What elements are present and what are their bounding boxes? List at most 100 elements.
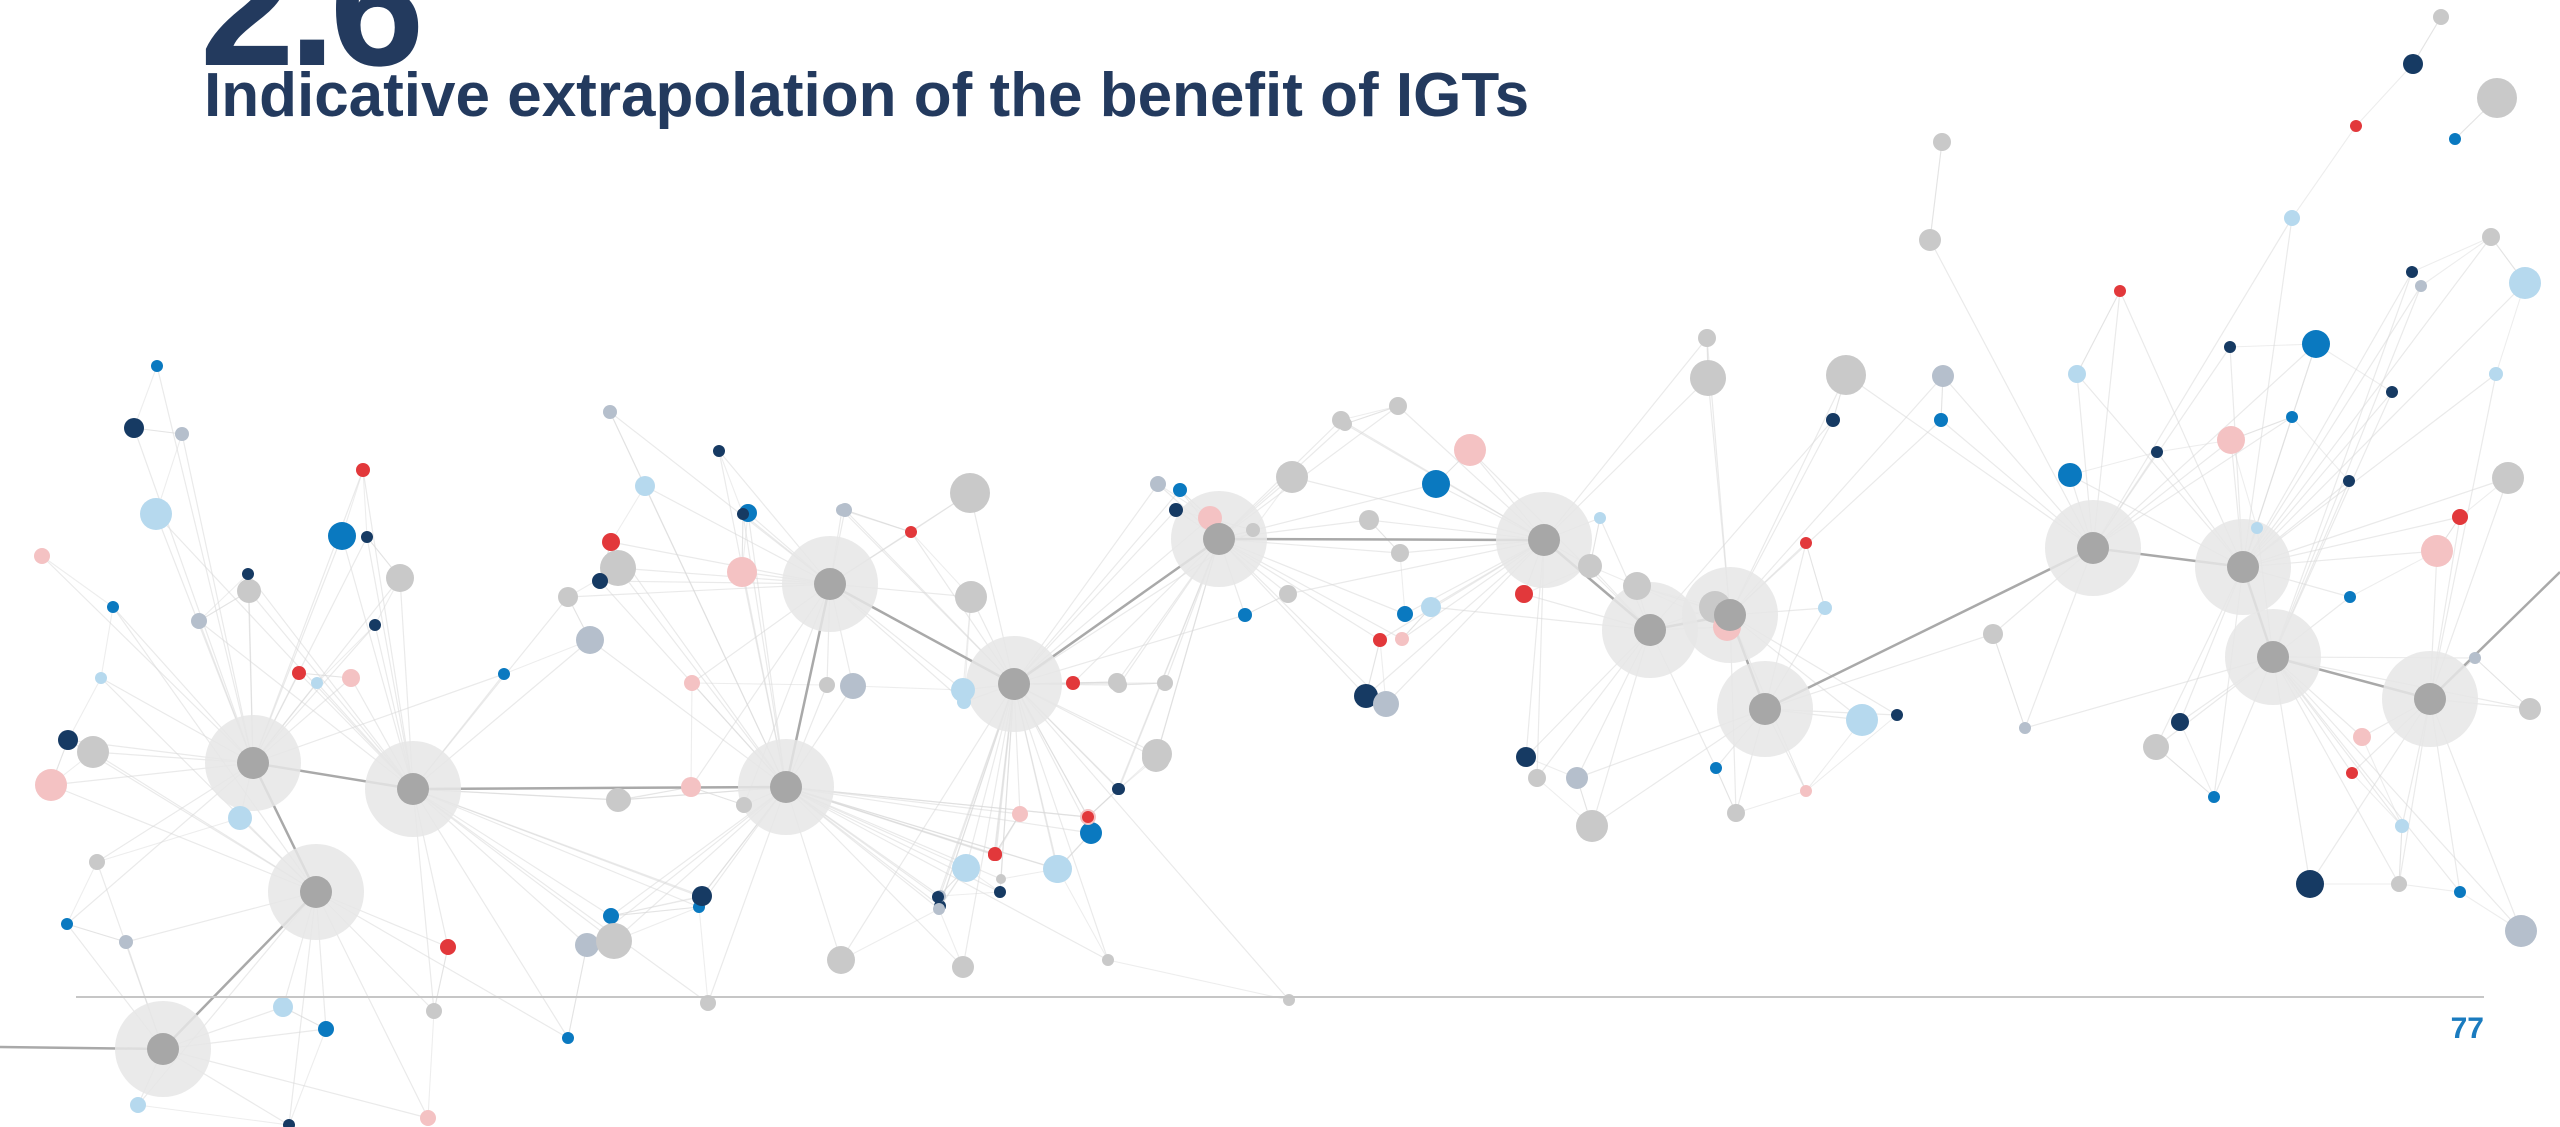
network-node <box>1421 597 1441 617</box>
network-edge <box>2355 63 2414 127</box>
hub-node <box>814 568 846 600</box>
network-edge <box>2119 290 2244 568</box>
network-node <box>440 939 456 955</box>
network-node <box>1276 461 1308 493</box>
network-edge <box>1929 239 2094 549</box>
network-node <box>242 568 254 580</box>
hub-edge <box>1764 546 2094 711</box>
network-edge <box>2398 825 2403 885</box>
network-edge <box>362 469 368 538</box>
network-node <box>283 1119 295 1127</box>
network-node <box>2284 210 2300 226</box>
network-edge <box>2291 416 2350 482</box>
network-node <box>2171 713 2189 731</box>
network-edge <box>567 944 588 1039</box>
page-title: Indicative extrapolation of the benefit … <box>204 61 1530 130</box>
network-edge <box>412 788 709 1004</box>
network-edge <box>2242 236 2492 568</box>
hub-edge <box>1218 537 1545 542</box>
network-edge <box>2351 772 2403 827</box>
network-node <box>1690 360 1726 396</box>
network-edge <box>155 513 414 790</box>
network-edge <box>1729 375 1944 616</box>
network-node <box>2386 386 2398 398</box>
footer-divider <box>76 996 2484 998</box>
network-node <box>951 678 975 702</box>
network-node <box>2353 728 2371 746</box>
network-edge <box>288 1028 327 1126</box>
network-edge <box>66 923 127 943</box>
page-number: 77 <box>2450 1012 2484 1045</box>
network-edge <box>66 923 127 943</box>
network-node <box>840 673 866 699</box>
network-edge <box>316 624 376 684</box>
network-node <box>1528 769 1546 787</box>
network-node <box>2406 266 2418 278</box>
network-edge <box>1735 790 1807 814</box>
network-node <box>356 463 370 477</box>
network-node <box>2251 522 2263 534</box>
network-edge <box>2474 657 2531 710</box>
network-edge <box>841 509 912 533</box>
network-edge <box>718 450 744 515</box>
network-node <box>1826 355 1866 395</box>
hub-node <box>300 876 332 908</box>
network-node <box>1594 512 1606 524</box>
network-node <box>130 1097 146 1113</box>
network-node <box>1576 810 1608 842</box>
network-node <box>1279 585 1297 603</box>
hub-node <box>2077 532 2109 564</box>
network-edge <box>844 509 912 533</box>
network-edge <box>840 908 940 961</box>
network-edge <box>2272 656 2522 932</box>
network-node <box>1515 585 1533 603</box>
network-edge <box>2230 439 2258 529</box>
network-node <box>932 891 944 903</box>
network-edge <box>412 788 703 897</box>
network-node <box>95 672 107 684</box>
network-node <box>175 427 189 441</box>
network-edge <box>691 682 828 686</box>
network-node <box>1983 624 2003 644</box>
network-node <box>2505 915 2537 947</box>
network-edge <box>412 788 700 908</box>
hub-node <box>1714 599 1746 631</box>
network-node <box>328 522 356 550</box>
network-node <box>700 995 716 1011</box>
network-node <box>89 854 105 870</box>
network-edge <box>156 365 254 764</box>
network-node <box>1373 633 1387 647</box>
network-node <box>2350 120 2362 132</box>
network-edge <box>785 786 1092 834</box>
network-node <box>950 473 990 513</box>
network-edge <box>2272 391 2393 658</box>
network-node <box>311 677 323 689</box>
network-edge <box>181 433 254 764</box>
network-node <box>2019 722 2031 734</box>
network-node <box>2403 54 2423 74</box>
network-edge <box>198 573 249 622</box>
network-node <box>151 360 163 372</box>
network-node <box>2114 285 2126 297</box>
network-node <box>1710 762 1722 774</box>
network-node <box>2421 535 2453 567</box>
network-node <box>1566 767 1588 789</box>
network-node <box>994 886 1006 898</box>
network-edge <box>503 639 591 675</box>
network-node <box>191 613 207 629</box>
network-node <box>2344 591 2356 603</box>
network-node <box>2489 367 2503 381</box>
network-edge <box>1107 959 1290 1001</box>
network-node <box>2452 509 2468 525</box>
network-node <box>562 1032 574 1044</box>
hub-node <box>397 773 429 805</box>
network-edge <box>1929 141 1943 241</box>
network-edge <box>2272 656 2461 893</box>
network-node <box>386 564 414 592</box>
network-node <box>596 923 632 959</box>
network-edge <box>1057 868 1109 961</box>
network-edge <box>840 683 1015 961</box>
network-node <box>107 601 119 613</box>
network-edge <box>567 944 588 1039</box>
section-number: 2.6 <box>200 0 424 102</box>
